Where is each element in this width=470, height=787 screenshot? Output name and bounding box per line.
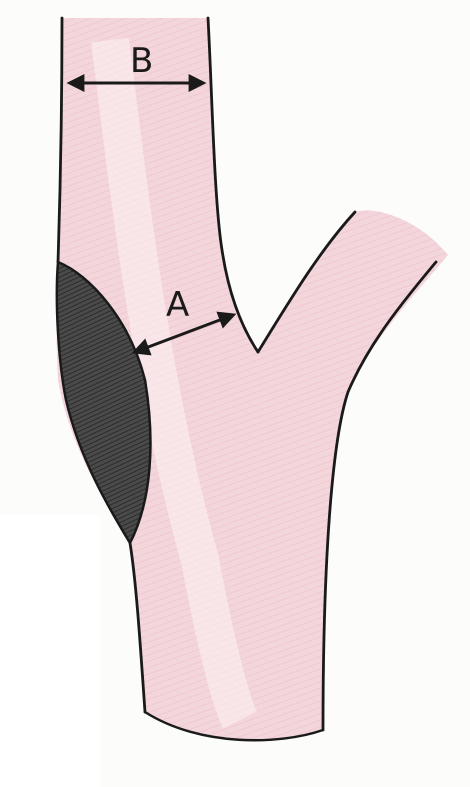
label-a: A bbox=[166, 285, 189, 325]
label-b: B bbox=[130, 41, 153, 81]
scan-edge-mask bbox=[0, 515, 100, 787]
